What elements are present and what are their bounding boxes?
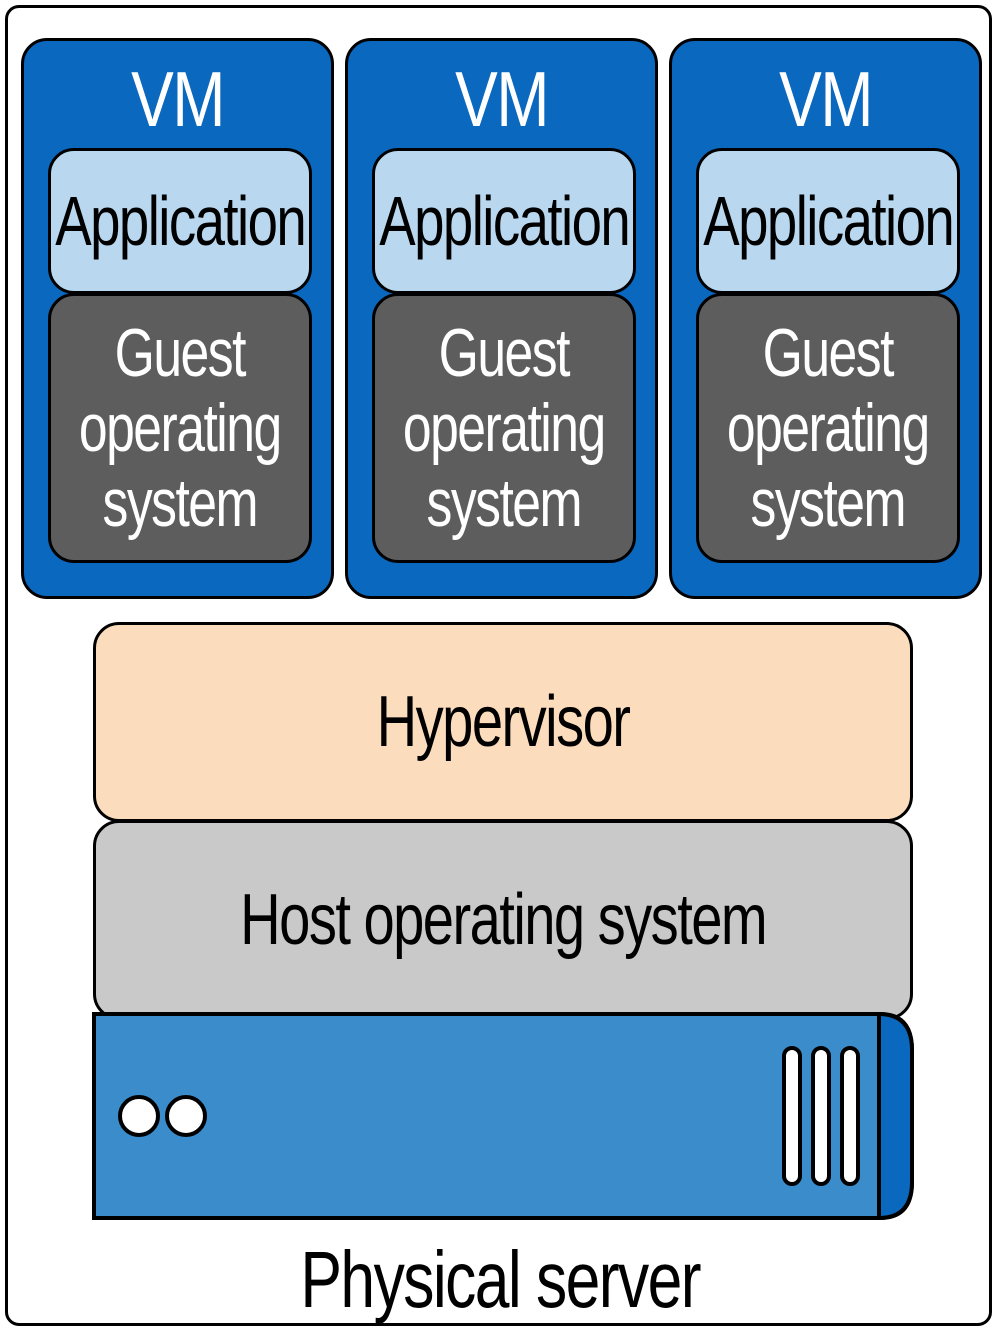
application-box: Application xyxy=(48,148,312,294)
server-vent-3 xyxy=(840,1046,860,1186)
server-side-panel xyxy=(877,1011,914,1221)
host-os-label: Host operating system xyxy=(240,880,768,960)
physical-server-label: Physical server xyxy=(300,1235,702,1324)
host-os-layer: Host operating system xyxy=(93,820,913,1020)
application-label: Application xyxy=(379,182,631,260)
application-box: Application xyxy=(696,148,960,294)
guest-os-label: Guest operating system xyxy=(79,314,282,541)
guest-os-label: Guest operating system xyxy=(403,314,606,541)
hypervisor-label: Hypervisor xyxy=(376,682,631,762)
vm-box-3: VM Application Guest operating system xyxy=(669,38,982,599)
guest-os-box: Guest operating system xyxy=(372,293,636,563)
physical-server-icon xyxy=(92,1011,914,1221)
server-vent-1 xyxy=(782,1046,802,1186)
application-label: Application xyxy=(703,182,955,260)
server-light-1 xyxy=(118,1095,160,1137)
vm-box-1: VM Application Guest operating system xyxy=(21,38,334,599)
vm-title: VM xyxy=(779,55,873,143)
physical-server-label-wrap: Physical server xyxy=(0,1230,1001,1330)
server-light-2 xyxy=(165,1095,207,1137)
vm-box-2: VM Application Guest operating system xyxy=(345,38,658,599)
guest-os-box: Guest operating system xyxy=(48,293,312,563)
guest-os-box: Guest operating system xyxy=(696,293,960,563)
application-label: Application xyxy=(55,182,307,260)
server-vent-2 xyxy=(811,1046,831,1186)
vm-title: VM xyxy=(131,55,225,143)
hypervisor-layer: Hypervisor xyxy=(93,622,913,822)
application-box: Application xyxy=(372,148,636,294)
vm-title: VM xyxy=(455,55,549,143)
guest-os-label: Guest operating system xyxy=(727,314,930,541)
